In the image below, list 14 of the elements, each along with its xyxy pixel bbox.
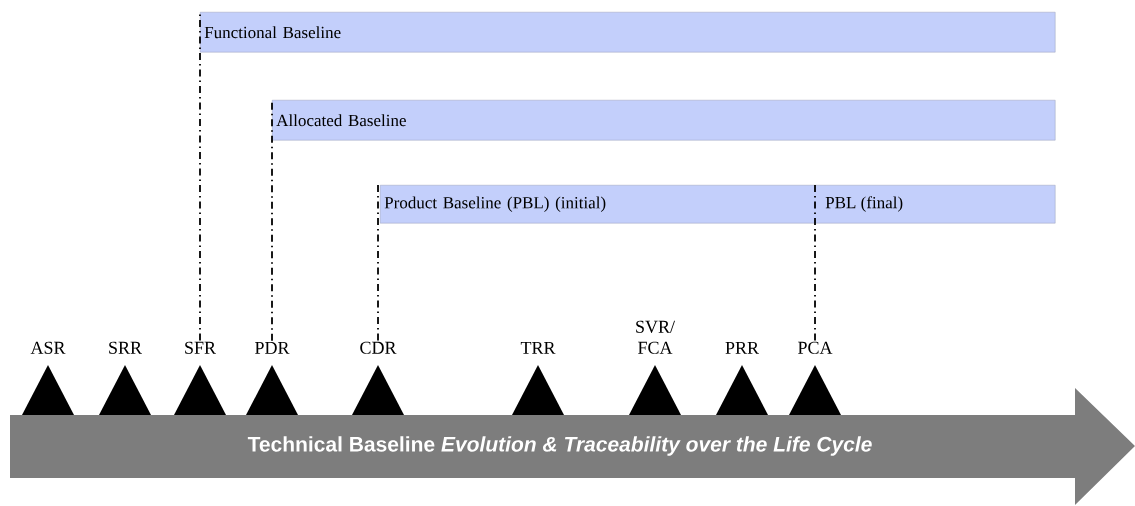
baseline-bar: Functional Baseline: [200, 12, 1056, 53]
milestone-label: TRR: [520, 342, 556, 354]
milestone-label: SFR: [185, 341, 216, 354]
dash-dot-line: [377, 184, 379, 342]
milestone-label: PDR: [255, 342, 290, 354]
baseline-bar: Allocated Baseline: [272, 100, 1056, 141]
milestone-label: PRR: [725, 342, 759, 354]
milestone-label: SRR: [109, 341, 142, 354]
milestone-label: SVR/ FCA: [636, 320, 675, 354]
milestone-label: ASR: [30, 341, 66, 354]
milestone-label: CDR: [360, 341, 397, 354]
dash-dot-line: [814, 184, 816, 342]
milestone-label: PCA: [798, 341, 833, 354]
baseline-bar: Product Baseline (PBL) (initial) PBL (final): [380, 185, 1056, 224]
